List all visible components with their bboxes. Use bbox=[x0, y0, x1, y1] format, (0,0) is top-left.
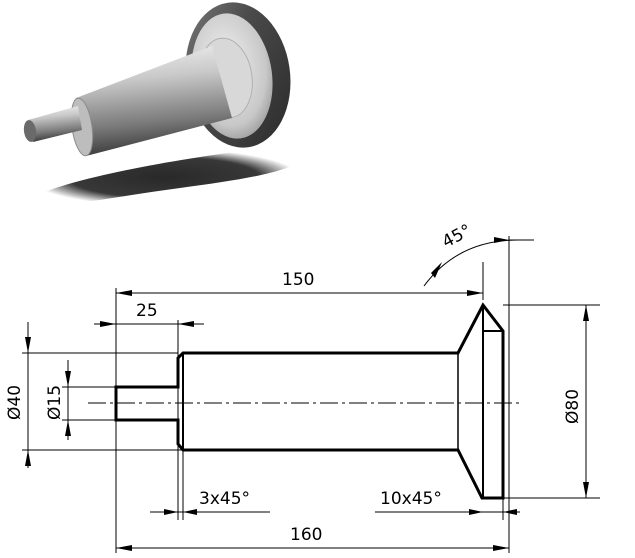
dimension-angle-45: 45° bbox=[423, 221, 534, 287]
pin-cylinder bbox=[28, 106, 82, 142]
dimension-25: 25 bbox=[94, 301, 204, 327]
dimension-160: 160 bbox=[116, 525, 509, 551]
part-3d-render bbox=[23, 2, 301, 207]
body-cylinder bbox=[74, 46, 232, 156]
part-shadow bbox=[28, 148, 301, 207]
dimension-dia-15: Ø15 bbox=[45, 360, 71, 440]
dimension-150: 150 bbox=[116, 270, 483, 296]
dimension-150-label: 150 bbox=[282, 270, 314, 290]
dimension-chamfer-10x45-label: 10x45° bbox=[380, 489, 442, 509]
part-outline bbox=[114, 302, 505, 500]
dimension-25-label: 25 bbox=[136, 301, 158, 321]
orthographic-view: 150 25 160 3x45° 10x45° bbox=[5, 221, 600, 553]
pin-end-face bbox=[23, 120, 37, 142]
dimension-dia-80-label: Ø80 bbox=[563, 389, 583, 424]
dimension-dia-40: Ø40 bbox=[5, 322, 31, 468]
dimension-chamfer-3x45: 3x45° bbox=[150, 489, 270, 515]
dimension-160-label: 160 bbox=[290, 525, 322, 545]
dimension-angle-45-label: 45° bbox=[439, 221, 475, 253]
dimension-chamfer-10x45: 10x45° bbox=[375, 489, 520, 515]
dimension-dia-15-label: Ø15 bbox=[45, 385, 65, 420]
dimension-dia-80: Ø80 bbox=[563, 305, 589, 498]
dimension-dia-40-label: Ø40 bbox=[5, 385, 25, 420]
dimension-chamfer-3x45-label: 3x45° bbox=[199, 489, 250, 509]
